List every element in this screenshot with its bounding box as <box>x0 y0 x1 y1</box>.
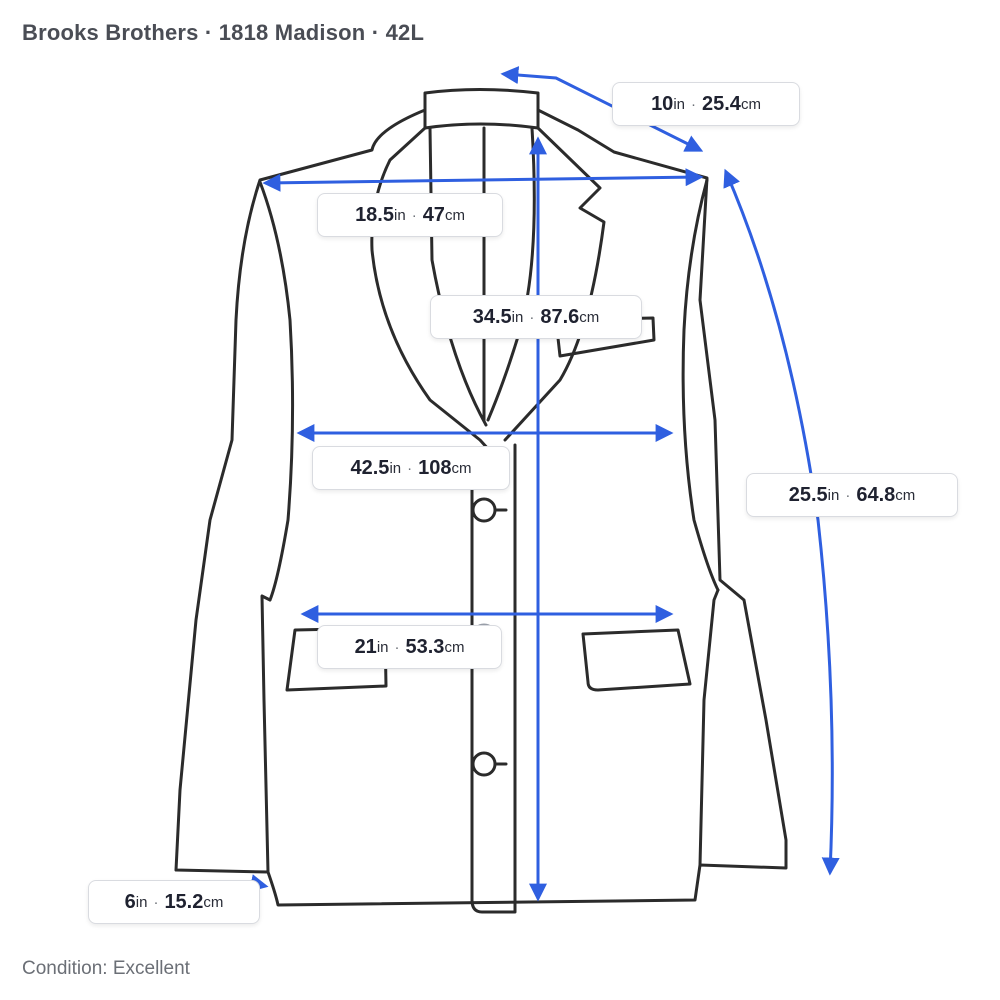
left-lapel-inner <box>428 126 488 427</box>
shoulder-seam-cm: 25.4 <box>702 92 741 115</box>
right-pocket <box>581 628 692 692</box>
measurement-arrows <box>244 66 840 902</box>
right-armhole <box>681 178 720 592</box>
right-lapel <box>503 126 606 442</box>
waist-in: 21 <box>354 635 377 658</box>
cuff-cm: 15.2 <box>164 890 204 913</box>
chest-cm: 108 <box>418 456 452 479</box>
length-in: 34.5 <box>472 305 512 328</box>
shoulder-width-cm: 47 <box>422 203 445 226</box>
left-sleeve-seam <box>260 594 272 874</box>
right-lapel-inner <box>486 126 536 422</box>
sleeve-in: 25.5 <box>788 483 828 506</box>
length-cm: 87.6 <box>540 305 580 328</box>
shoulder-width-in: 18.5 <box>355 203 394 226</box>
sleeve-arrow <box>723 168 840 876</box>
front-placket <box>470 443 517 914</box>
button-1 <box>471 497 497 523</box>
shoulder-width-arrow <box>262 168 704 192</box>
shoulder-seam-arrow <box>500 66 704 152</box>
sleeve-cm: 64.8 <box>856 483 896 506</box>
button-3 <box>471 751 497 777</box>
right-sleeve-seam <box>698 588 720 867</box>
page-title: Brooks Brothers · 1818 Madison · 42L <box>22 20 425 45</box>
collar <box>423 88 540 130</box>
waist-cm: 53.3 <box>405 635 445 658</box>
condition-text: Condition: Excellent <box>22 958 190 979</box>
left-armhole <box>258 180 295 602</box>
shoulder-seam-in: 10 <box>651 92 674 115</box>
chest-in: 42.5 <box>350 456 390 479</box>
cuff-in: 6 <box>124 890 136 913</box>
